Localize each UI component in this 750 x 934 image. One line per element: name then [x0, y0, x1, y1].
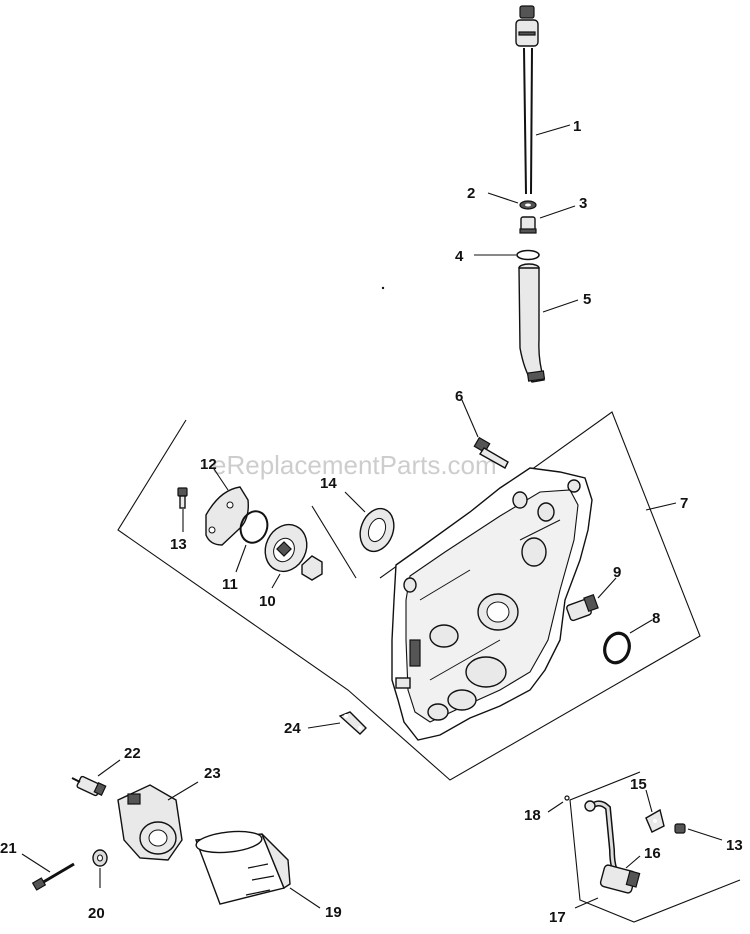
- pump-rotor: [264, 523, 323, 581]
- callout-23: 23: [204, 765, 221, 782]
- screw-small: [674, 823, 686, 834]
- dipstick: [515, 5, 539, 195]
- screw: [177, 487, 188, 509]
- bracket-frame: [569, 771, 741, 923]
- callout-21: 21: [0, 840, 17, 857]
- o-ring-pump: [239, 510, 269, 544]
- seal-ring: [519, 200, 537, 210]
- watermark: eReplacementParts.com: [212, 450, 497, 480]
- callout-14: 14: [320, 475, 337, 492]
- bolt: [473, 436, 509, 469]
- callout-20: 20: [88, 905, 105, 922]
- callout-4: 4: [455, 248, 464, 265]
- callout-13b: 13: [726, 837, 743, 854]
- callout-5: 5: [583, 291, 591, 308]
- callout-8: 8: [652, 610, 660, 627]
- filter-adapter: [117, 784, 183, 861]
- callout-15: 15: [630, 776, 647, 793]
- assembly-frame: [117, 411, 701, 781]
- callout-7: 7: [680, 495, 688, 512]
- callout-12: 12: [200, 456, 217, 473]
- washer: [92, 849, 108, 867]
- oil-sensor: [71, 775, 107, 797]
- gasket-ring: [603, 631, 631, 665]
- callout-1: 1: [573, 118, 581, 135]
- callout-18: 18: [524, 807, 541, 824]
- callout-2: 2: [467, 185, 475, 202]
- pump-cover: [205, 486, 249, 546]
- callout-19: 19: [325, 904, 342, 921]
- callout-22: 22: [124, 745, 141, 762]
- callout-16: 16: [644, 845, 661, 862]
- callout-9: 9: [613, 564, 621, 581]
- callout-13a: 13: [170, 536, 187, 553]
- callout-17: 17: [549, 909, 566, 926]
- oil-seal: [359, 507, 395, 553]
- gasket: [338, 711, 367, 735]
- callout-24: 24: [284, 720, 301, 737]
- closure-plate: [391, 467, 593, 741]
- callout-6: 6: [455, 388, 463, 405]
- oil-filter: [195, 830, 291, 905]
- callout-3: 3: [579, 195, 587, 212]
- callout-10: 10: [259, 593, 276, 610]
- bracket-clip: [645, 808, 665, 833]
- dipstick-tube: [518, 263, 546, 383]
- sensor-harness: [584, 800, 641, 894]
- fitting: [519, 216, 537, 234]
- fitting-elbow: [566, 593, 599, 622]
- bolt-long: [31, 862, 75, 891]
- callout-11: 11: [222, 576, 238, 593]
- o-ring: [516, 249, 540, 261]
